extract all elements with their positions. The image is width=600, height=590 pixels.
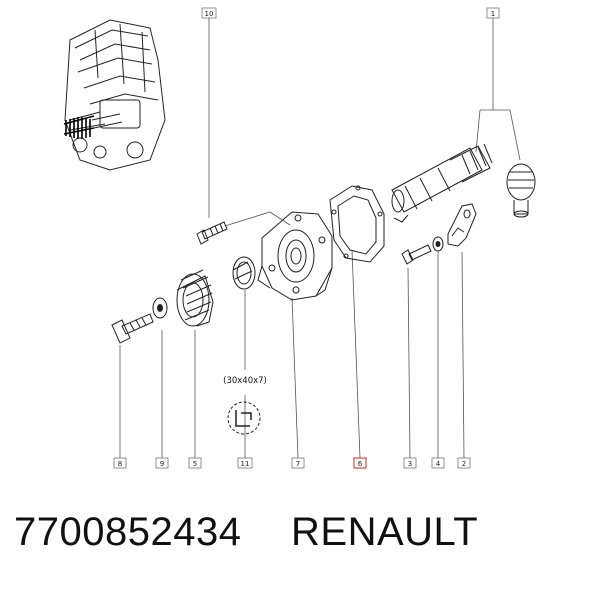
part-number: 7700852434	[14, 510, 242, 554]
gear-5-part	[176, 269, 214, 327]
callout-box-3	[403, 457, 417, 469]
callout-label-11: 11	[241, 460, 250, 468]
callout-label-4: 4	[436, 460, 441, 468]
pinion-gear-part	[506, 163, 536, 218]
callout-label-9: 9	[160, 460, 164, 468]
callout-box-9	[155, 457, 169, 469]
callout-box-2	[457, 457, 471, 469]
callout-box-11	[237, 457, 253, 469]
callout-box-1	[486, 7, 500, 19]
housing-7-part	[257, 211, 333, 301]
callout-label-2: 2	[462, 460, 466, 468]
callout-box-10	[201, 7, 217, 19]
footer: 7700852434 RENAULT	[0, 510, 600, 570]
seal-size-label: (30x40x7)	[223, 376, 267, 386]
callout-label-10: 10	[205, 10, 214, 18]
callout-box-7	[291, 457, 305, 469]
bracket-2-part	[447, 203, 477, 247]
callout-label-3: 3	[408, 460, 412, 468]
callout-box-4	[431, 457, 445, 469]
callout-label-7: 7	[296, 460, 300, 468]
callout-box-5	[188, 457, 202, 469]
callout-label-6: 6	[358, 460, 363, 468]
bolt-10-part	[196, 221, 228, 245]
callout-box-6	[353, 457, 367, 469]
bolt-8-part	[111, 313, 154, 344]
washer-4-part	[432, 236, 444, 252]
shaft-1-part	[391, 143, 493, 223]
callout-label-8: 8	[118, 460, 122, 468]
callout-boxes	[113, 7, 500, 469]
callout-labels: 10 1 8 9 5 11 7 6 3 4 2 (30x40x7)	[118, 10, 495, 468]
gasket-6-part	[329, 185, 385, 263]
callout-box-8	[113, 457, 127, 469]
brand-name: RENAULT	[291, 510, 479, 554]
callout-label-1: 1	[491, 10, 495, 18]
washer-9-part	[152, 297, 168, 319]
engine-overview-thumbnail	[63, 19, 166, 171]
bolt-3-part	[401, 244, 432, 265]
seal-11-part	[232, 256, 256, 290]
seal-section-detail	[227, 401, 261, 435]
callout-label-5: 5	[193, 460, 197, 468]
